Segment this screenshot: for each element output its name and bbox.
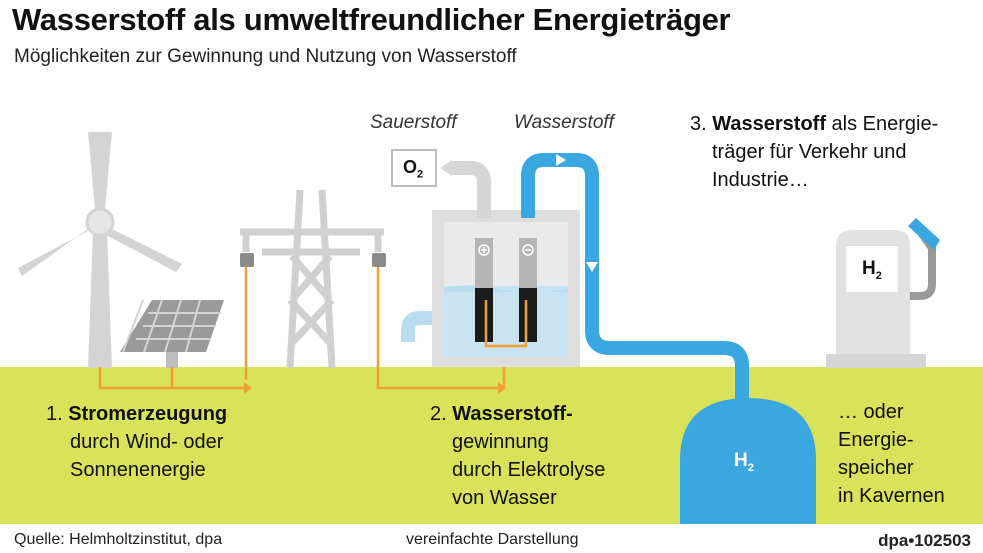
- hydrogen-label: Wasserstoff: [514, 112, 614, 133]
- page-subtitle: Möglichkeiten zur Gewinnung und Nutzung …: [14, 46, 517, 67]
- storage-line: Energie-: [838, 429, 914, 451]
- oxygen-pipe: [452, 161, 491, 218]
- arrow-left-icon: [440, 160, 452, 176]
- step-two-text: 2. Wasserstoff- gewinnung durch Elektrol…: [430, 400, 605, 512]
- step-text: von Wasser: [452, 487, 557, 509]
- electrolyzer-tank: [401, 210, 580, 367]
- storage-text: … oder Energie- speicher in Kavernen: [838, 398, 945, 510]
- h2-letter: H: [862, 258, 876, 279]
- footer-source: Quelle: Helmholtzinstitut, dpa: [14, 531, 223, 548]
- o2-subscript: 2: [417, 168, 424, 181]
- step-text: als Energie-: [825, 113, 939, 135]
- solar-panel-icon: [120, 299, 224, 368]
- footer: [0, 524, 983, 553]
- arrow-right-icon: [244, 382, 252, 394]
- storage-line: … oder: [838, 401, 904, 423]
- fuel-pump-icon: [826, 218, 940, 368]
- step-title: Stromerzeugung: [68, 403, 228, 425]
- footer-credit: dpa•102503: [878, 531, 971, 550]
- step-text: durch Wind- oder: [70, 431, 224, 453]
- cavern-hydrogen-symbol: H2: [734, 450, 754, 474]
- electric-wire: [98, 267, 506, 390]
- ground-area: [0, 367, 983, 524]
- step-number: 1.: [46, 403, 63, 425]
- footer-note: vereinfachte Darstellung: [406, 531, 579, 548]
- pump-hydrogen-symbol: H2: [862, 258, 882, 282]
- step-text: Industrie…: [712, 169, 809, 191]
- step-title: Wasserstoff: [712, 113, 826, 135]
- storage-line: speicher: [838, 457, 914, 479]
- wind-turbine-icon: [18, 132, 182, 368]
- oxygen-symbol: O2: [403, 157, 423, 181]
- step-one-text: 1. Stromerzeugung durch Wind- oder Sonne…: [46, 400, 227, 484]
- step-text: Sonnenenergie: [70, 459, 206, 481]
- step-number: 2.: [430, 403, 447, 425]
- step-title: Wasserstoff-: [452, 403, 573, 425]
- power-pylon-icon: [240, 189, 384, 369]
- oxygen-label: Sauerstoff: [370, 112, 457, 133]
- o2-letter: O: [403, 157, 418, 177]
- hydrogen-pipe: [521, 153, 749, 400]
- page-title: Wasserstoff als umweltfreundlicher Energ…: [12, 2, 731, 37]
- step-text: durch Elektrolyse: [452, 459, 606, 481]
- h2-subscript: 2: [875, 269, 882, 282]
- h2-subscript: 2: [747, 461, 754, 474]
- arrow-right-icon: [498, 382, 506, 394]
- step-number: 3.: [690, 113, 707, 135]
- step-three-text: 3. Wasserstoff als Energie- träger für V…: [690, 110, 938, 194]
- storage-line: in Kavernen: [838, 485, 945, 507]
- hydrogen-cavern: [680, 398, 816, 524]
- arrow-down-icon: [586, 262, 598, 272]
- step-text: gewinnung: [452, 431, 549, 453]
- h2-letter: H: [734, 450, 748, 471]
- arrow-right-icon: [556, 154, 566, 166]
- oxygen-box: [391, 149, 437, 187]
- step-text: träger für Verkehr und: [712, 141, 907, 163]
